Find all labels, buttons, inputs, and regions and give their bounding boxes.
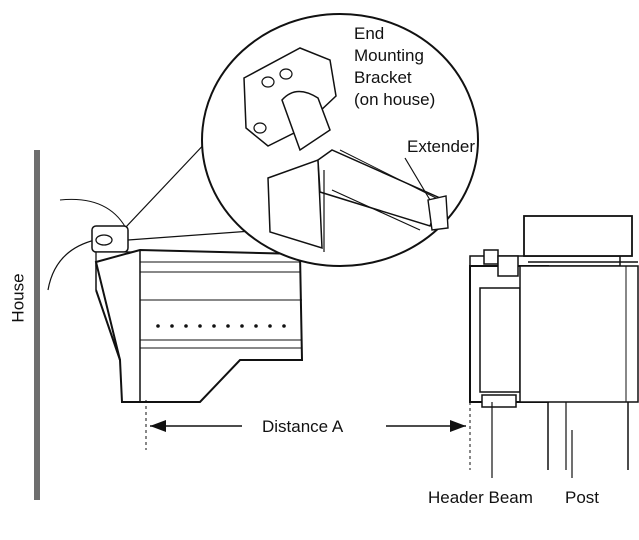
detail-zoom-circle — [201, 13, 479, 267]
label-end-bracket-line4: (on house) — [354, 90, 436, 109]
bracket-detail — [243, 47, 337, 152]
extender-detail — [267, 149, 449, 252]
label-end-bracket-line2: Mounting — [354, 46, 424, 65]
label-end-bracket-line1: End — [354, 24, 385, 43]
house-wall — [34, 150, 40, 500]
distance-a-dimension — [145, 400, 471, 470]
label-house: House — [8, 273, 28, 323]
drain-holes — [156, 324, 286, 328]
label-header-beam: Header Beam — [428, 488, 533, 507]
label-end-bracket-line3: Bracket — [354, 68, 412, 87]
label-distance-a: Distance A — [262, 417, 344, 436]
awning-swing-arc — [47, 239, 96, 291]
callout-leader-line — [127, 229, 266, 241]
extender-pointer — [404, 157, 431, 201]
awning-front-bar — [94, 248, 304, 403]
label-post: Post — [565, 488, 600, 507]
post — [519, 215, 639, 478]
awning-swing-arc — [59, 198, 129, 233]
label-extender: Extender — [407, 137, 476, 156]
callout-leader-line — [124, 137, 211, 229]
